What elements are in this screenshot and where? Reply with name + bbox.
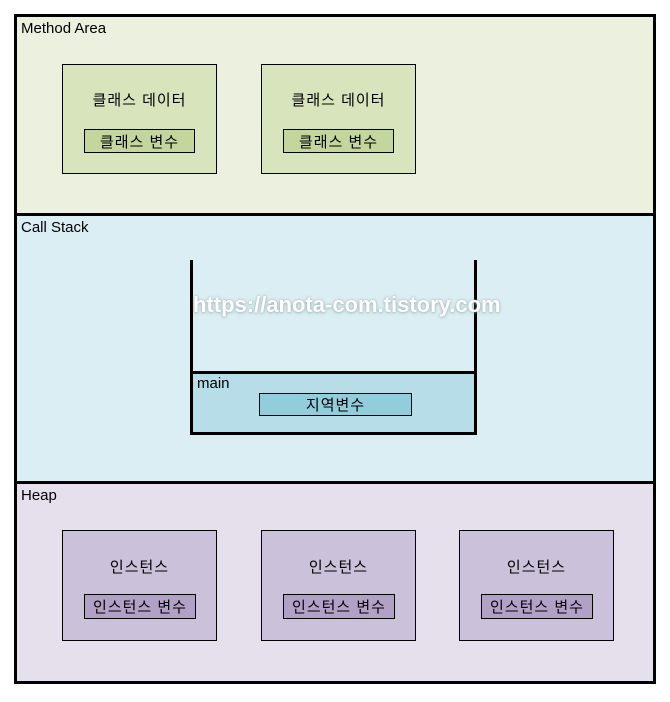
instance-title: 인스턴스 — [109, 559, 170, 576]
instance-variable-box: 인스턴스 변수 — [84, 594, 196, 619]
instance-variable-box: 인스턴스 변수 — [481, 594, 593, 619]
instance-variable-box: 인스턴스 변수 — [283, 594, 395, 619]
method-area-label: Method Area — [21, 20, 107, 37]
instance-box: 인스턴스 인스턴스 변수 — [459, 530, 614, 641]
instance-variable-label: 인스턴스 변수 — [490, 599, 584, 616]
call-stack-section: Call Stack https://anota-com.tistory.com… — [14, 213, 656, 484]
class-variable-label: 클래스 변수 — [99, 133, 180, 151]
local-variable-label: 지역변수 — [305, 397, 366, 414]
class-data-box: 클래스 데이터 클래스 변수 — [261, 64, 416, 174]
class-data-title: 클래스 데이터 — [92, 92, 187, 109]
stack-frame-name: main — [197, 375, 230, 392]
instance-variable-label: 인스턴스 변수 — [292, 599, 386, 616]
instance-box: 인스턴스 인스턴스 변수 — [62, 530, 217, 641]
heap-section: Heap 인스턴스 인스턴스 변수 인스턴스 인스턴스 변수 인스턴스 인스턴스… — [14, 481, 656, 684]
call-stack-label: Call Stack — [21, 219, 89, 236]
heap-label: Heap — [21, 487, 57, 504]
instance-title: 인스턴스 — [506, 559, 567, 576]
stack-frame-main: main 지역변수 — [190, 371, 477, 435]
class-data-title: 클래스 데이터 — [291, 92, 386, 109]
class-variable-label: 클래스 변수 — [298, 133, 379, 151]
instance-box: 인스턴스 인스턴스 변수 — [261, 530, 416, 641]
method-area-section: Method Area 클래스 데이터 클래스 변수 클래스 데이터 클래스 변… — [14, 14, 656, 216]
watermark-text: https://anota-com.tistory.com — [193, 292, 501, 317]
instance-title: 인스턴스 — [308, 559, 369, 576]
class-variable-box: 클래스 변수 — [283, 129, 394, 153]
stack-bucket: https://anota-com.tistory.com main 지역변수 — [190, 260, 501, 435]
class-data-box: 클래스 데이터 클래스 변수 — [62, 64, 217, 174]
instance-variable-label: 인스턴스 변수 — [93, 599, 187, 616]
class-variable-box: 클래스 변수 — [84, 129, 195, 153]
local-variable-box: 지역변수 — [259, 393, 412, 416]
